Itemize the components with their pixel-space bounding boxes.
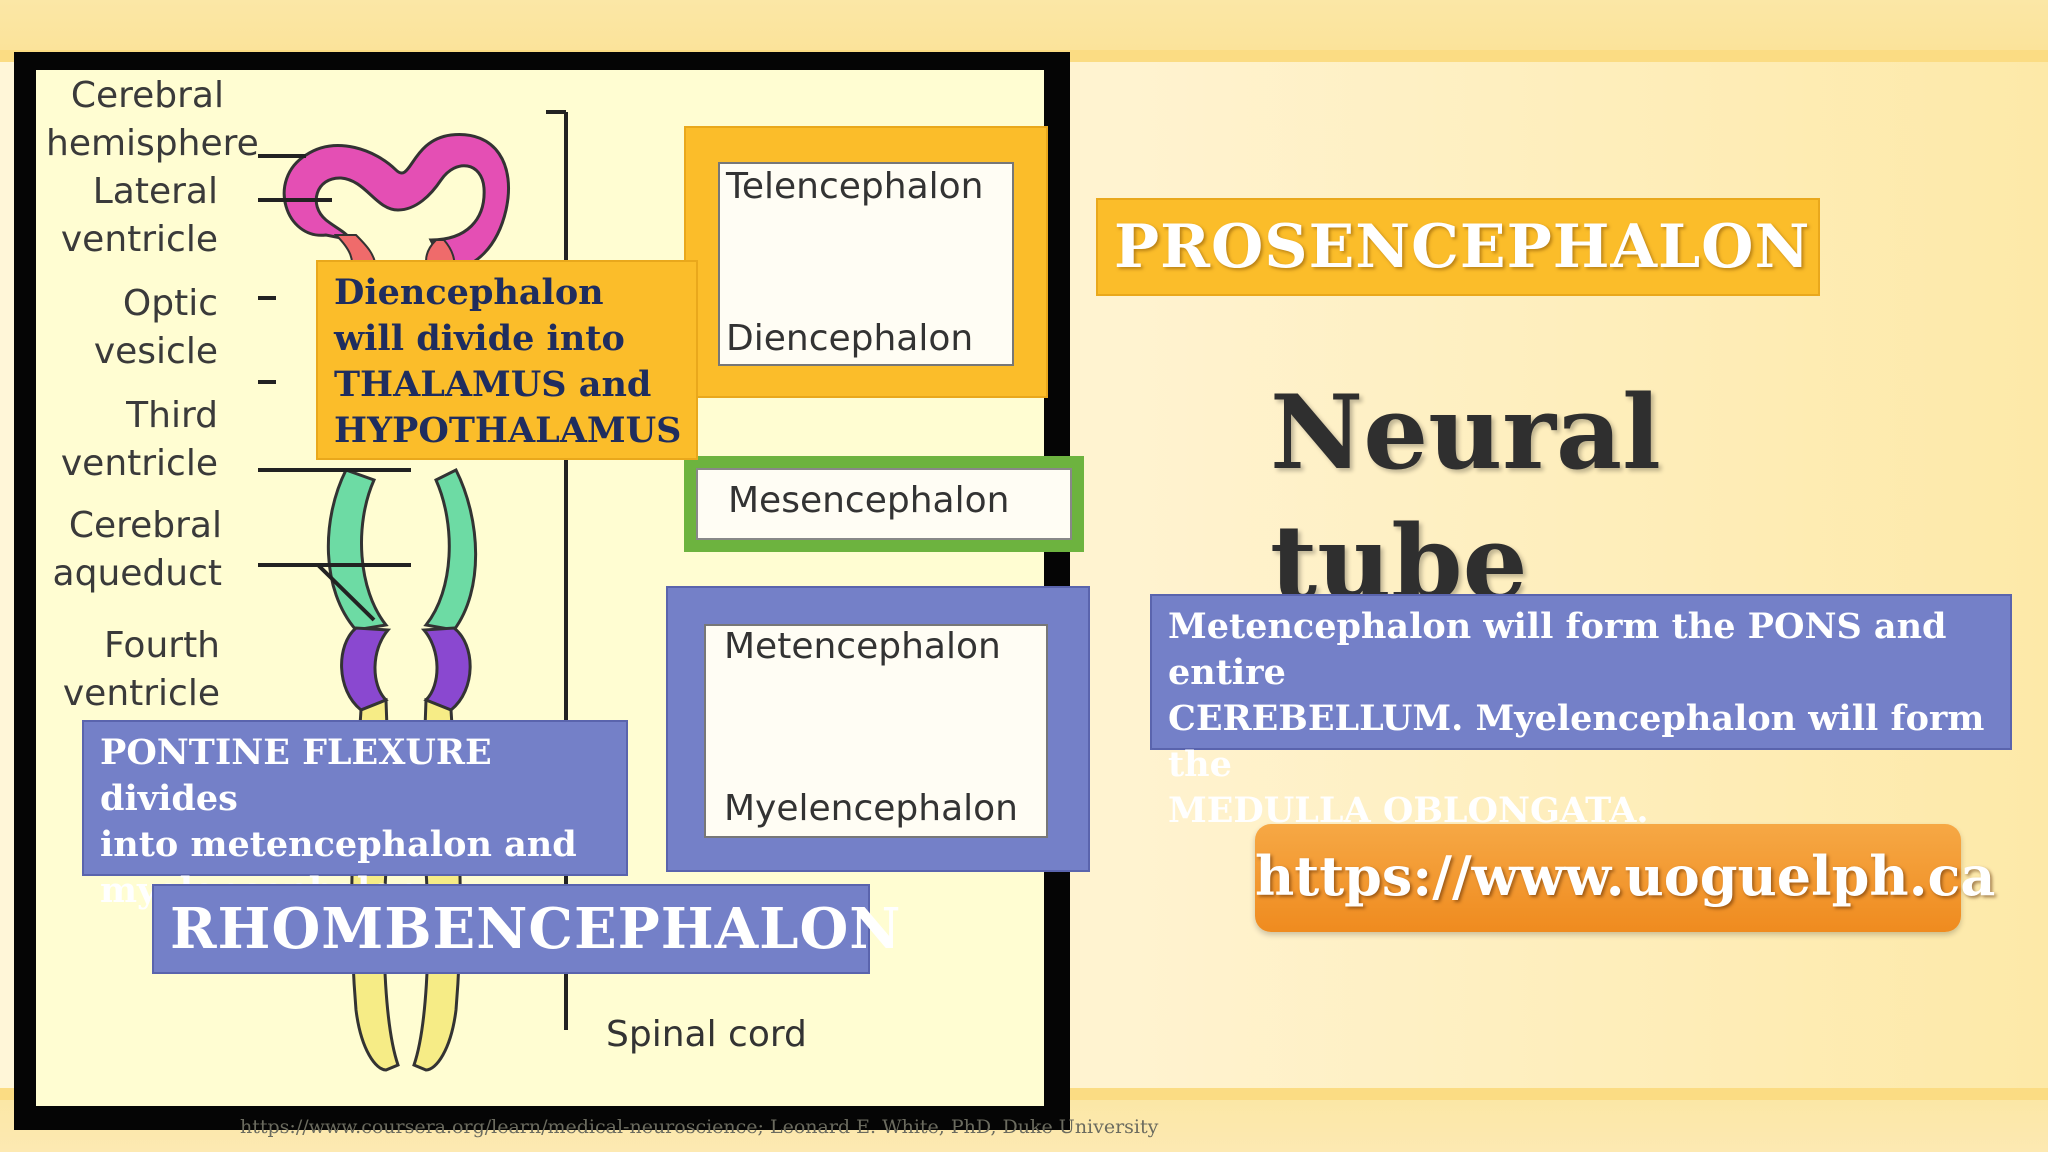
pontine-flexure-callout-line2: into metencephalon and <box>100 824 577 865</box>
label-fourth-ventricle: Fourth ventricle <box>46 622 220 718</box>
diencephalon-callout-line4: HYPOTHALAMUS <box>334 410 682 451</box>
prosencephalon-division-frame: Telencephalon Diencephalon <box>684 126 1048 398</box>
metencephalon-callout-line2: CEREBELLUM. Myelencephalon will form the <box>1168 698 1985 785</box>
label-cerebral-aqueduct: Cerebral aqueduct <box>46 502 222 598</box>
label-third-ventricle-line1: Third <box>126 395 218 436</box>
diencephalon-callout-line2: will divide into <box>334 318 625 359</box>
label-cerebral-hemisphere-line2: hemisphere <box>46 123 259 164</box>
slide-title: Neural tube <box>1270 373 1661 623</box>
metencephalon-left-wall <box>340 626 392 712</box>
label-optic-vesicle-line1: Optic <box>122 283 218 324</box>
label-cerebral-hemisphere: Cerebral hemisphere <box>46 72 259 168</box>
leader-lines <box>258 154 411 622</box>
leader-fourth-ventricle-diagonal <box>316 563 376 622</box>
label-lateral-ventricle-line2: ventricle <box>60 219 218 260</box>
mesencephalon-division-inner: Mesencephalon <box>696 468 1072 540</box>
prosencephalon-label: PROSENCEPHALON <box>1096 198 1820 296</box>
pontine-flexure-callout: PONTINE FLEXURE divides into metencephal… <box>82 720 628 911</box>
label-third-ventricle: Third ventricle <box>46 392 218 488</box>
diencephalon-callout-line3: THALAMUS and <box>334 364 652 405</box>
label-myelencephalon: Myelencephalon <box>724 788 1018 829</box>
label-telencephalon: Telencephalon <box>726 166 984 207</box>
rhombencephalon-division-inner: Metencephalon Myelencephalon <box>704 624 1048 838</box>
metencephalon-right-wall <box>420 626 472 712</box>
metencephalon-callout-line1: Metencephalon will form the PONS and ent… <box>1168 606 1947 693</box>
label-fourth-ventricle-line1: Fourth <box>104 625 220 666</box>
metencephalon-callout: Metencephalon will form the PONS and ent… <box>1150 594 2012 831</box>
top-decor-band <box>0 0 2048 50</box>
label-cerebral-aqueduct-line2: aqueduct <box>52 553 222 594</box>
rhombencephalon-label: RHOMBENCEPHALON <box>152 884 901 974</box>
label-optic-vesicle: Optic vesicle <box>46 280 218 376</box>
label-fourth-ventricle-line2: ventricle <box>62 673 220 714</box>
rhombencephalon-division-frame: Metencephalon Myelencephalon <box>666 586 1090 872</box>
label-mesencephalon: Mesencephalon <box>728 480 1010 521</box>
label-cerebral-aqueduct-line1: Cerebral <box>68 505 222 546</box>
diencephalon-callout: Diencephalon will divide into THALAMUS a… <box>316 260 698 460</box>
label-diencephalon: Diencephalon <box>726 318 974 359</box>
pontine-flexure-callout-line1: PONTINE FLEXURE divides <box>100 732 492 819</box>
label-lateral-ventricle: Lateral ventricle <box>46 168 218 264</box>
diencephalon-callout-line1: Diencephalon <box>334 272 604 313</box>
label-cerebral-hemisphere-line1: Cerebral <box>70 75 224 116</box>
mesencephalon-right-wall <box>423 467 478 632</box>
label-lateral-ventricle-line1: Lateral <box>92 171 218 212</box>
label-third-ventricle-line2: ventricle <box>60 443 218 484</box>
mesencephalon-division-frame: Mesencephalon <box>684 456 1084 552</box>
label-spinal-cord: Spinal cord <box>606 1014 807 1055</box>
prosencephalon-division-inner: Telencephalon Diencephalon <box>718 162 1014 366</box>
image-credit: https://www.coursera.org/learn/medical-n… <box>240 1116 1159 1138</box>
label-metencephalon: Metencephalon <box>724 626 1001 667</box>
cerebral-hemisphere-shape <box>282 133 511 272</box>
uoguelph-link-button[interactable]: https://www.uoguelph.ca <box>1255 824 1995 932</box>
label-optic-vesicle-line2: vesicle <box>93 331 218 372</box>
